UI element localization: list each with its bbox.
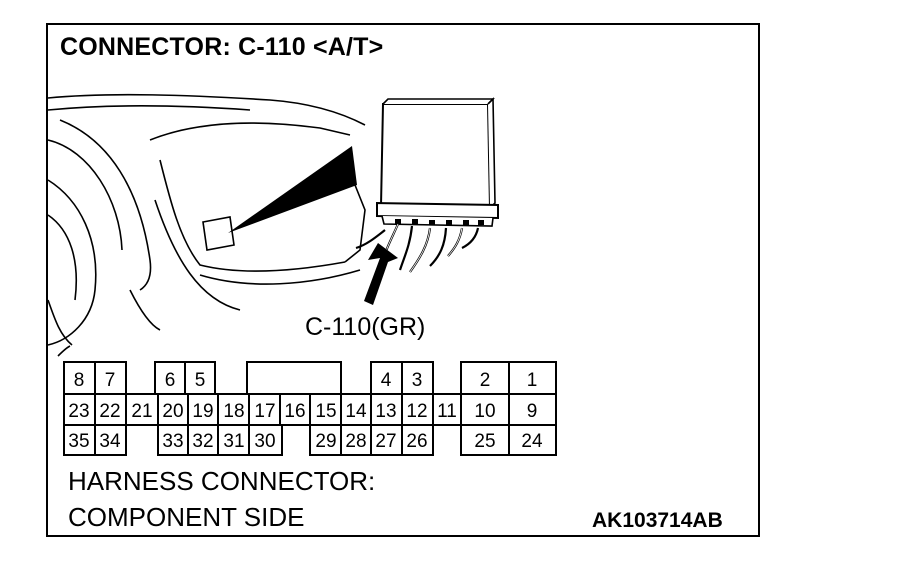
- pin-label: 6: [165, 370, 176, 391]
- pin-label: 28: [345, 431, 366, 452]
- pin-label: 30: [254, 431, 275, 452]
- pin-label: 31: [223, 431, 244, 452]
- pin-label: 10: [474, 401, 495, 422]
- pin-label: 32: [192, 431, 213, 452]
- diagram-title: CONNECTOR: C-110 <A/T>: [60, 33, 384, 61]
- pin-label: 16: [284, 401, 305, 422]
- pin-label: 25: [474, 431, 495, 452]
- pin-label: 22: [99, 401, 120, 422]
- pin-label: 5: [195, 370, 206, 391]
- pin-label: 15: [315, 401, 336, 422]
- arrow-icon: [364, 243, 398, 305]
- pin-label: 1: [527, 370, 538, 391]
- pin-label: 13: [375, 401, 396, 422]
- pin-label: 33: [162, 431, 183, 452]
- control-unit-icon: [376, 97, 499, 227]
- connector-label: C-110(GR): [305, 313, 426, 341]
- pin-label: 3: [412, 370, 423, 391]
- pin-label: 23: [68, 401, 89, 422]
- pin-label: 20: [162, 401, 183, 422]
- pin-label: 9: [527, 401, 538, 422]
- dash-connector-icon: [202, 216, 235, 251]
- pin-label: 17: [254, 401, 275, 422]
- figure-code: AK103714AB: [592, 509, 723, 532]
- harness-caption-line1: HARNESS CONNECTOR:: [68, 466, 376, 496]
- pin-label: 4: [381, 370, 392, 391]
- connector-face: [63, 361, 557, 456]
- pin-label: 34: [99, 431, 121, 452]
- wire-harness: [355, 223, 480, 273]
- pin-label: 19: [192, 401, 213, 422]
- pin-label: 18: [223, 401, 244, 422]
- pin-label: 21: [131, 401, 152, 422]
- pin-label: 2: [480, 370, 491, 391]
- pointer-wedge: [228, 146, 357, 233]
- dashboard-outline: [47, 93, 366, 357]
- pin-label: 11: [437, 401, 457, 422]
- pin-label: 35: [68, 431, 89, 452]
- pin-label: 14: [345, 401, 367, 422]
- harness-caption-line2: COMPONENT SIDE: [68, 502, 305, 532]
- pin-label: 24: [521, 431, 543, 452]
- pin-label: 8: [74, 370, 85, 391]
- pin-label: 29: [315, 431, 336, 452]
- pin-label: 26: [406, 431, 427, 452]
- pin-label: 27: [375, 431, 396, 452]
- pin-label: 7: [105, 370, 116, 391]
- pin-label: 12: [406, 401, 427, 422]
